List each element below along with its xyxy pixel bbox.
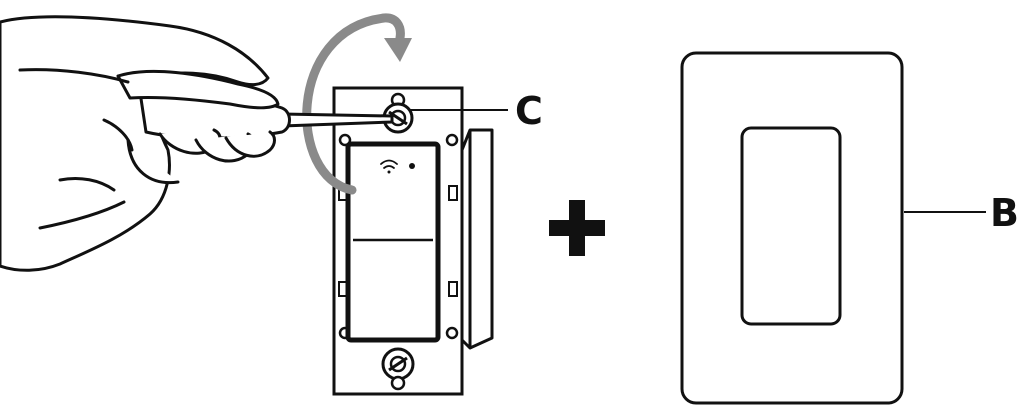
callout-b-label: B xyxy=(990,191,1019,235)
status-led-icon xyxy=(409,163,415,169)
callout-b: B xyxy=(904,191,1019,235)
wall-plate-opening xyxy=(740,126,842,326)
bottom-mounting-screw xyxy=(381,347,415,391)
rotate-arrow-icon xyxy=(302,13,412,195)
callout-c: C xyxy=(410,89,543,133)
plus-icon xyxy=(549,200,605,256)
hand-icon xyxy=(0,15,291,272)
wall-box xyxy=(460,128,494,350)
callout-c-label: C xyxy=(515,89,543,133)
smart-switch-paddle[interactable] xyxy=(345,141,441,343)
wall-plate xyxy=(680,51,904,405)
wifi-icon xyxy=(380,159,398,174)
